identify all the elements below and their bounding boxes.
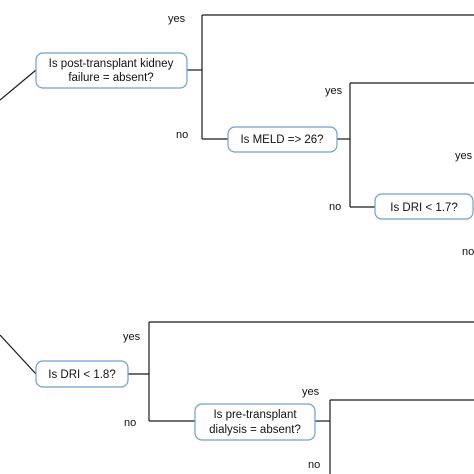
- branch-label-kidney-failure-yes: yes: [168, 13, 186, 25]
- node-dialysis: Is pre-transplant dialysis = absent?: [194, 403, 316, 441]
- node-dialysis-line-2: dialysis = absent?: [209, 424, 301, 436]
- branch-label-dri-17-no: no: [462, 246, 474, 258]
- branch-label-meld-no: no: [329, 201, 341, 213]
- node-dri-17-label: Is DRI < 1.7?: [390, 202, 457, 214]
- node-dialysis-line-1: Is pre-transplant: [213, 409, 297, 421]
- node-dri-18-label: Is DRI < 1.8?: [48, 369, 115, 381]
- node-meld: Is MELD => 26?: [227, 126, 338, 153]
- branch-label-dialysis-no: no: [308, 459, 320, 471]
- node-kidney-failure-line-2: failure = absent?: [68, 72, 153, 84]
- branch-labels: yes no yes no yes no yes no yes no: [123, 13, 474, 471]
- node-meld-box: [227, 126, 338, 153]
- node-dri-18-box: [35, 360, 129, 388]
- node-meld-label: Is MELD => 26?: [240, 134, 323, 146]
- branch-label-kidney-failure-no: no: [176, 129, 188, 141]
- branch-label-dialysis-yes: yes: [302, 386, 320, 398]
- node-dialysis-box: [194, 403, 316, 441]
- branch-label-dri-18-yes: yes: [123, 331, 141, 343]
- edge-root-to-dri-18: [0, 334, 37, 375]
- branch-label-dri-17-yes: yes: [455, 150, 473, 162]
- node-kidney-failure: Is post-transplant kidney failure = abse…: [35, 52, 188, 89]
- upper-tree-edges: [0, 14, 474, 208]
- node-kidney-failure-line-1: Is post-transplant kidney: [49, 58, 174, 70]
- branch-label-dri-18-no: no: [124, 417, 136, 429]
- edge-root-to-kidney-failure: [0, 69, 37, 101]
- node-kidney-failure-box: [35, 52, 188, 89]
- node-dri-18: Is DRI < 1.8?: [35, 360, 129, 388]
- node-dri-17-box: [374, 193, 474, 220]
- lower-tree-edges: [0, 321, 474, 474]
- branch-label-meld-yes: yes: [325, 85, 343, 97]
- node-dri-17: Is DRI < 1.7?: [374, 193, 474, 220]
